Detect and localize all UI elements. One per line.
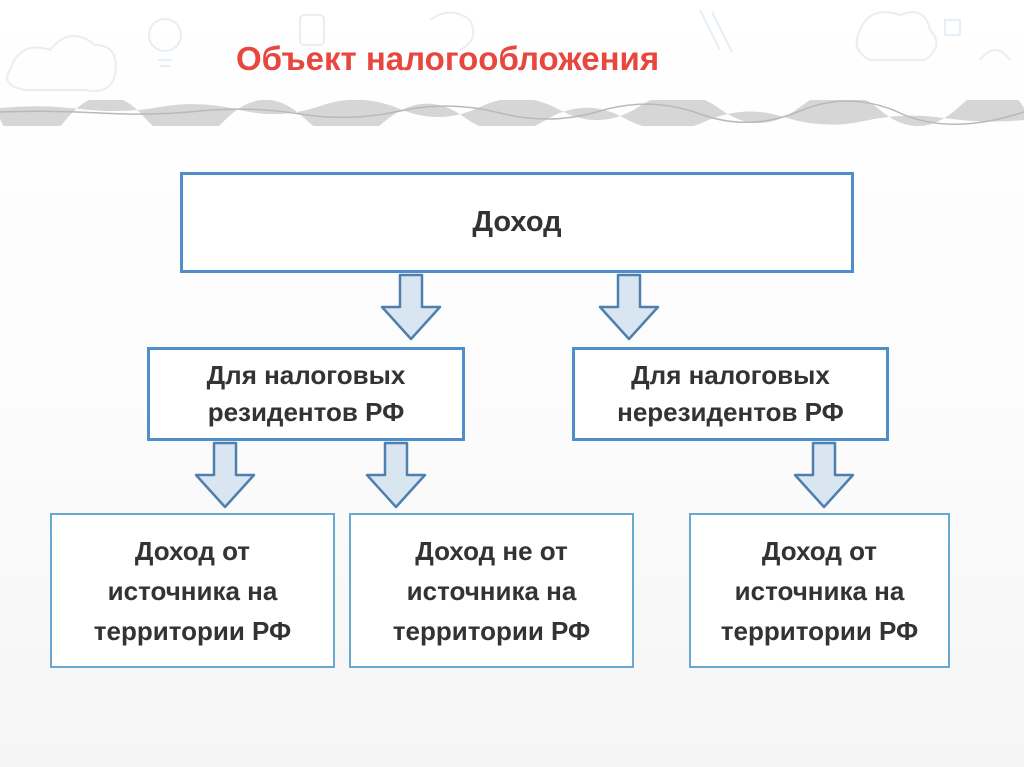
resident-domestic-income-label: Доход от источника на территории РФ (93, 535, 292, 646)
resident-domestic-income-box: Доход от источника на территории РФ (50, 513, 335, 668)
arrow-down-icon (194, 441, 256, 509)
income-label: Доход (472, 206, 562, 238)
arrow-down-icon (380, 273, 442, 341)
title-divider (0, 100, 1024, 126)
nonresident-domestic-income-box: Доход от источника на территории РФ (689, 513, 950, 668)
residents-label: Для налоговых резидентов РФ (206, 360, 406, 427)
income-box: Доход (180, 172, 854, 273)
slide-title: Объект налогообложения (236, 40, 660, 77)
arrow-down-icon (793, 441, 855, 509)
arrow-down-icon (365, 441, 427, 509)
arrow-down-icon (598, 273, 660, 341)
resident-foreign-income-label: Доход не от источника на территории РФ (392, 535, 591, 646)
nonresidents-label: Для налоговых нерезидентов РФ (617, 360, 844, 427)
nonresident-domestic-income-label: Доход от источника на территории РФ (720, 535, 919, 646)
resident-foreign-income-box: Доход не от источника на территории РФ (349, 513, 634, 668)
residents-box: Для налоговых резидентов РФ (147, 347, 465, 441)
nonresidents-box: Для налоговых нерезидентов РФ (572, 347, 889, 441)
background-doodles (6, 9, 1011, 92)
